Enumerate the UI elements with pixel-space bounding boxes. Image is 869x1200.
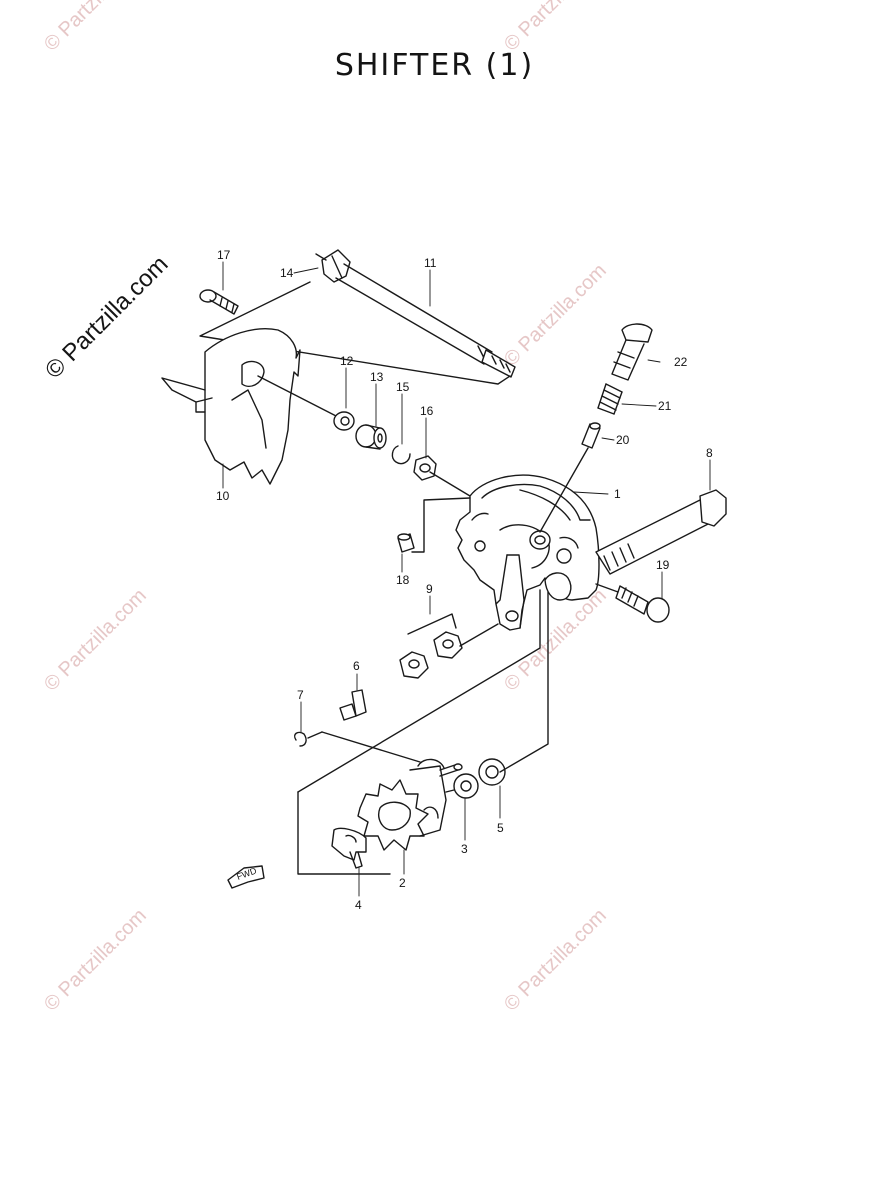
callout-12: 12 (340, 354, 354, 368)
callout-7: 7 (297, 688, 304, 702)
leader-line (539, 447, 589, 533)
leader-line (307, 731, 323, 739)
callout-16: 16 (420, 404, 434, 418)
part-washer-5 (478, 758, 506, 786)
callout-22: 22 (674, 355, 688, 369)
leader-bracket (407, 613, 457, 635)
part-eclip-7 (294, 731, 307, 747)
part-shift-cam-2 (357, 758, 463, 851)
callout-14: 14 (280, 266, 294, 280)
part-pin-18 (397, 533, 415, 553)
leader-line (445, 789, 455, 793)
callout-3: 3 (461, 842, 468, 856)
part-pin-20 (581, 422, 601, 449)
leader-line (257, 375, 341, 419)
callout-20: 20 (616, 433, 630, 447)
part-washer-3 (453, 773, 479, 799)
leader-line (297, 589, 541, 793)
callout-5: 5 (497, 821, 504, 835)
part-bolt-17 (199, 289, 239, 315)
leader-bracket (411, 497, 471, 553)
callout-11: 11 (424, 256, 437, 270)
part-clip-15 (391, 445, 411, 465)
leader-line (429, 471, 471, 497)
callout-1: 1 (614, 487, 621, 501)
part-bolt-19 (615, 585, 670, 623)
callout-2: 2 (399, 876, 406, 890)
part-washer-12 (333, 411, 355, 431)
part-clip-plate-4 (331, 827, 367, 869)
leader-bracket (199, 281, 511, 385)
callout-21: 21 (658, 399, 672, 413)
part-long-bolt-8 (595, 489, 727, 575)
callout-9: 9 (426, 582, 433, 596)
callout-leaders (222, 261, 711, 897)
part-bushing-13 (355, 424, 387, 450)
callout-13: 13 (370, 370, 384, 384)
callout-18: 18 (396, 573, 410, 587)
callout-10: 10 (216, 489, 230, 503)
callout-19: 19 (656, 558, 670, 572)
diagram-title: SHIFTER (1) (334, 48, 535, 83)
callout-4: 4 (355, 898, 362, 912)
part-plug-22 (611, 323, 653, 381)
leader-line (459, 623, 499, 647)
part-shifter-housing-1 (455, 474, 600, 631)
leader-line (321, 731, 421, 763)
part-plate-10 (161, 328, 301, 485)
callout-15: 15 (396, 380, 410, 394)
callout-8: 8 (706, 446, 713, 460)
part-nut-16 (413, 455, 437, 481)
part-nuts-9 (399, 631, 463, 679)
callout-17: 17 (217, 248, 231, 262)
part-shift-rod (315, 249, 516, 378)
leader-line (499, 591, 549, 773)
part-spring-21 (597, 383, 623, 415)
callout-6: 6 (353, 659, 360, 673)
leader-line (595, 583, 619, 593)
part-bracket-6 (339, 689, 367, 721)
fwd-arrow-icon (227, 865, 265, 889)
